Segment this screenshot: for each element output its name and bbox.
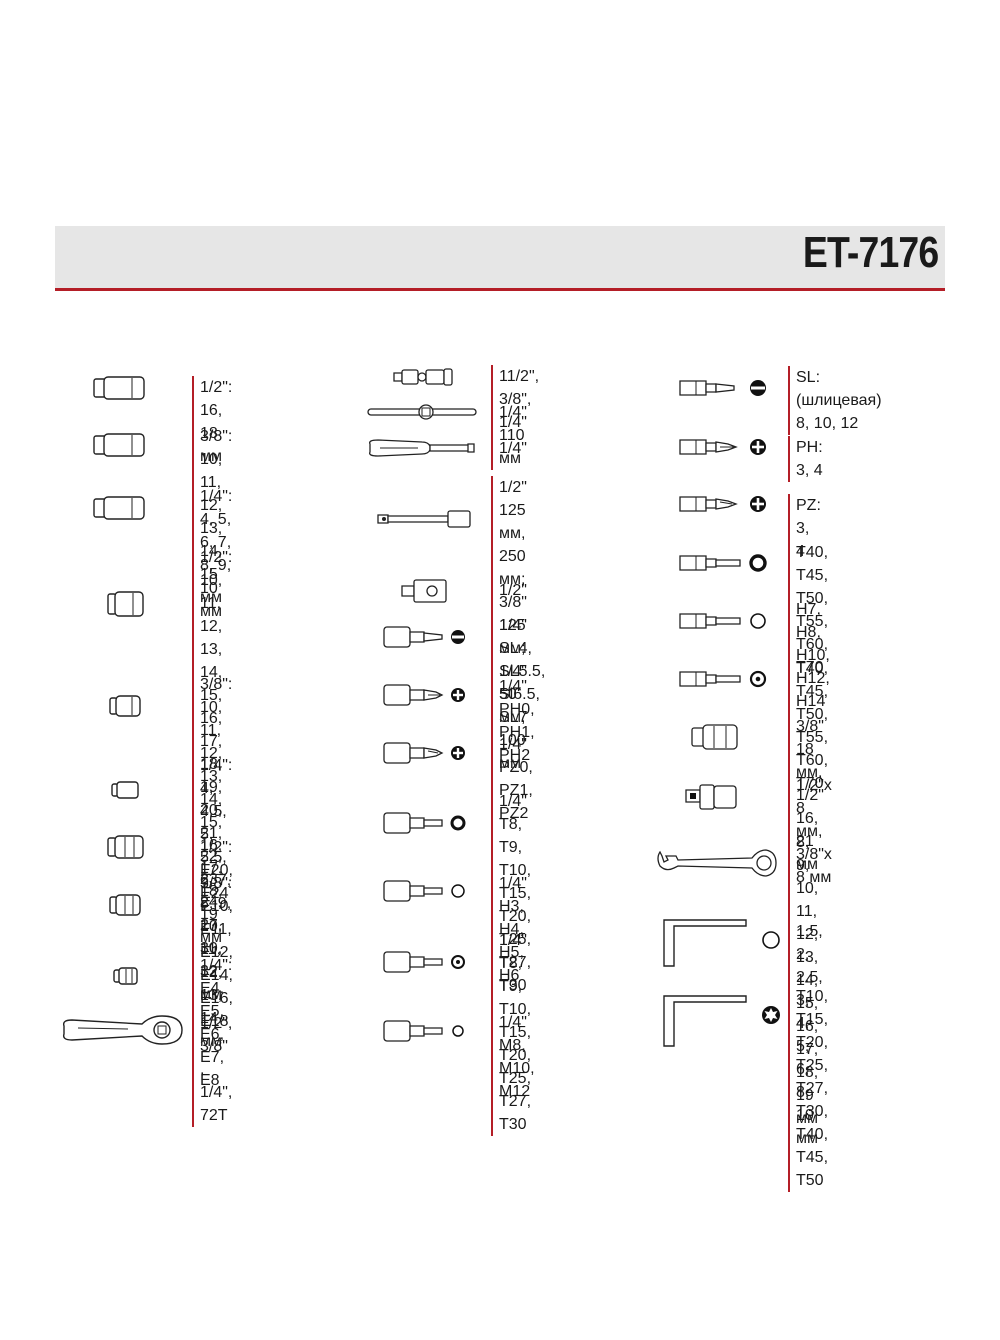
header-band xyxy=(55,226,945,288)
e-socket-icon xyxy=(112,966,140,986)
spec-label: PH: 3, 4 xyxy=(788,436,823,482)
extension-bar-icon xyxy=(376,508,472,530)
spec-label: 1/4": E4, E5, E6, E7, E8 xyxy=(192,954,232,1092)
bit-socket-slotted-icon xyxy=(382,624,465,650)
torx-key-icon xyxy=(660,990,750,1048)
bit-socket-hex-icon xyxy=(382,878,468,904)
spec-label: 1/2": E20, E24 xyxy=(192,836,233,905)
hex-key-icon xyxy=(660,914,750,968)
combination-wrench-icon xyxy=(654,846,778,880)
adapter-icon xyxy=(400,578,448,604)
bit-torx-tamper-icon xyxy=(678,667,770,691)
spec-label: 11/2", 3/8", 1/4" xyxy=(491,365,539,434)
bit-slotted-icon xyxy=(678,380,766,396)
spec-label: 1/4" M8, M10, M12 xyxy=(491,1011,535,1103)
spec-label: 1/2": 10, 11, 12, 13, 14, 15, 16, 17, 18… xyxy=(192,546,232,1006)
bit-socket-pozidriv-icon xyxy=(382,740,465,766)
spec-label: 1/4" PH0, PH1, PH2 xyxy=(491,675,535,767)
socket-icon xyxy=(108,694,144,718)
torx-star-icon xyxy=(762,1006,780,1024)
bit-socket-torx-tamper-icon xyxy=(382,949,468,975)
page-title: ET-7176 xyxy=(802,228,939,277)
spark-plug-socket-icon xyxy=(690,722,742,752)
spec-label: 3/8": 10, 11, 12, 13, 14, 15, 16, 17, 18… xyxy=(192,673,232,949)
spec-label: T10, T15, T20, T25, T27, T30, T40, T45, … xyxy=(788,985,828,1192)
bit-torx-icon xyxy=(678,551,770,575)
hex-circle-icon xyxy=(760,929,782,951)
ratchet-icon xyxy=(58,1010,186,1050)
socket-icon xyxy=(110,780,142,800)
bit-pozidriv-icon xyxy=(678,496,766,512)
deep-socket-icon xyxy=(92,375,148,401)
spec-label: 1/2"x 8 мм, 3/8"x 8 мм xyxy=(788,774,832,889)
e-socket-icon xyxy=(106,834,146,860)
universal-joint-icon xyxy=(392,367,454,387)
spec-label: 1/4" T8, T9, T10, T15, T20, T25, T27, T3… xyxy=(491,790,531,997)
spec-label: PZ: 3, 4 xyxy=(788,494,821,563)
spec-label: 1/4" PZ0, PZ1, PZ2 xyxy=(491,733,533,825)
screwdriver-handle-icon xyxy=(366,436,478,460)
socket-icon xyxy=(106,590,146,618)
spec-label: 1/2", 3/8" , 1/4", 72T xyxy=(192,1012,232,1127)
bit-socket-phillips-icon xyxy=(382,682,465,708)
spec-label: 1/4" xyxy=(491,437,527,460)
deep-socket-icon xyxy=(92,495,148,521)
spec-label: 1/4" SL4, SL5.5, Sl6.5, SL7 xyxy=(491,614,545,729)
spec-label: T40, T45, T50, T55, T60, T70 xyxy=(788,541,828,679)
spec-label: 1/2" xyxy=(491,579,527,602)
bit-socket-spline-icon xyxy=(382,1018,468,1044)
t-handle-icon xyxy=(366,402,478,422)
spec-label: 1/4" 110 мм xyxy=(491,401,527,470)
spec-label: H7, H8, H10, H12, H14 xyxy=(788,598,830,713)
bit-phillips-icon xyxy=(678,439,766,455)
deep-socket-icon xyxy=(92,432,148,458)
spec-label: T40, T45, T50, T55, T60, T70 xyxy=(788,657,828,795)
bit-holder-adapter-icon xyxy=(684,782,740,812)
spec-label: 3/8": E10, E11, E12, E14, E16, E18 xyxy=(192,872,233,1033)
spec-label: 1/2": 16, 18 мм xyxy=(192,376,232,468)
bit-hex-icon xyxy=(678,609,770,633)
e-socket-icon xyxy=(108,893,144,917)
bit-socket-torx-icon xyxy=(382,810,468,836)
header-accent-line xyxy=(55,288,945,291)
spec-label: 1/4" T8, T9, T10, T15, T20, T25, T27, T3… xyxy=(491,929,531,1136)
spec-label: SL: (шлицевая) 8, 10, 12 xyxy=(788,366,882,435)
spec-label: 1/4": 4, 4.5, 5, 5.5, 6, 7, 8, 9, 10, 11… xyxy=(192,754,232,1053)
